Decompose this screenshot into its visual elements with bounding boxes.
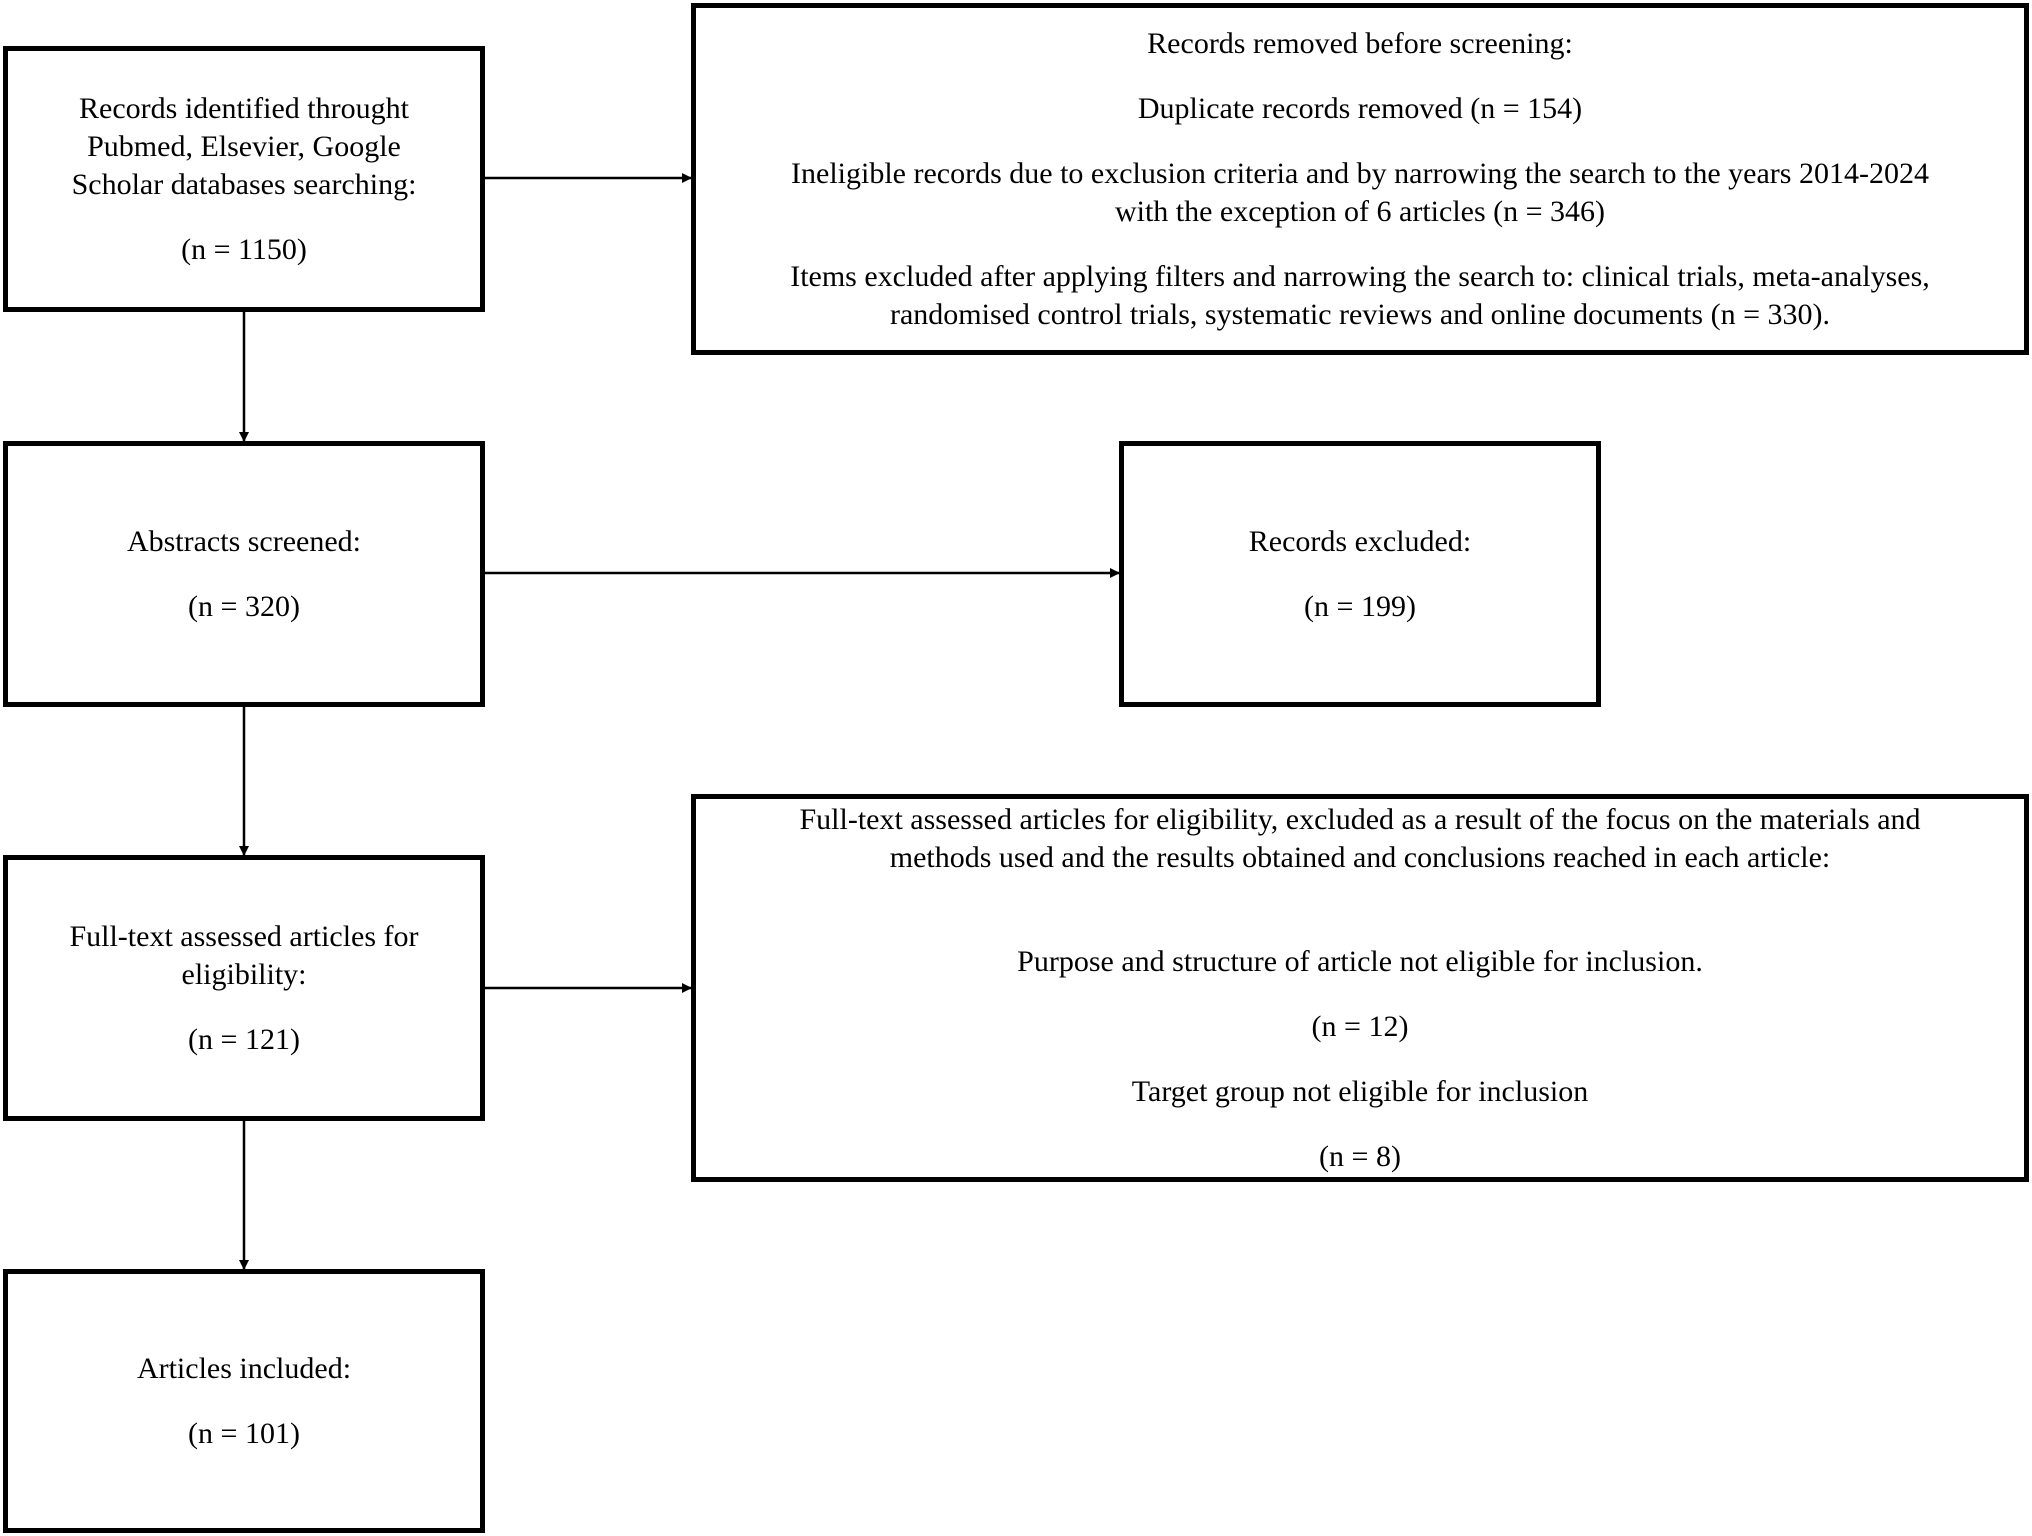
fulltext-excluded-heading-line-2: methods used and the results obtained an… (889, 840, 1831, 874)
purpose-not-eligible-label: Purpose and structure of article not eli… (1017, 944, 1703, 978)
ineligible-records-line-2: with the exception of 6 articles (n = 34… (1114, 194, 1606, 228)
records-identified-count: (n = 1150) (181, 232, 307, 266)
fulltext-excluded-heading-line-1: Full-text assessed articles for eligibil… (799, 802, 1921, 836)
fulltext-assessed-line-2: eligibility: (181, 957, 307, 991)
target-group-not-eligible-count: (n = 8) (1319, 1139, 1401, 1173)
filtered-items-line-1: Items excluded after applying filters an… (790, 259, 1930, 293)
records-removed-heading: Records removed before screening: (1147, 26, 1573, 60)
fulltext-assessed-line-1: Full-text assessed articles for (69, 919, 419, 953)
records-excluded-count: (n = 199) (1304, 589, 1416, 623)
fulltext-assessed-box: Full-text assessed articles for eligibil… (3, 855, 485, 1121)
abstracts-screened-box: Abstracts screened: (n = 320) (3, 441, 485, 707)
fulltext-excluded-box: Full-text assessed articles for eligibil… (691, 794, 2029, 1182)
records-identified-line-2: Pubmed, Elsevier, Google (87, 129, 401, 163)
target-group-not-eligible-label: Target group not eligible for inclusion (1131, 1074, 1589, 1108)
records-identified-line-3: Scholar databases searching: (71, 167, 417, 201)
articles-included-box: Articles included: (n = 101) (3, 1269, 485, 1533)
records-removed-box: Records removed before screening: Duplic… (691, 3, 2029, 355)
abstracts-screened-label: Abstracts screened: (126, 524, 362, 558)
records-excluded-label: Records excluded: (1248, 524, 1472, 558)
articles-included-count: (n = 101) (188, 1416, 300, 1450)
records-identified-line-1: Records identified throught (79, 91, 409, 125)
abstracts-screened-count: (n = 320) (188, 589, 300, 623)
records-identified-box: Records identified throught Pubmed, Else… (3, 46, 485, 312)
articles-included-label: Articles included: (136, 1351, 352, 1385)
records-excluded-box: Records excluded: (n = 199) (1119, 441, 1601, 707)
fulltext-assessed-count: (n = 121) (188, 1022, 300, 1056)
purpose-not-eligible-count: (n = 12) (1311, 1009, 1409, 1043)
duplicate-records-removed: Duplicate records removed (n = 154) (1137, 91, 1583, 125)
ineligible-records-line-1: Ineligible records due to exclusion crit… (791, 156, 1929, 190)
filtered-items-line-2: randomised control trials, systematic re… (889, 297, 1831, 331)
